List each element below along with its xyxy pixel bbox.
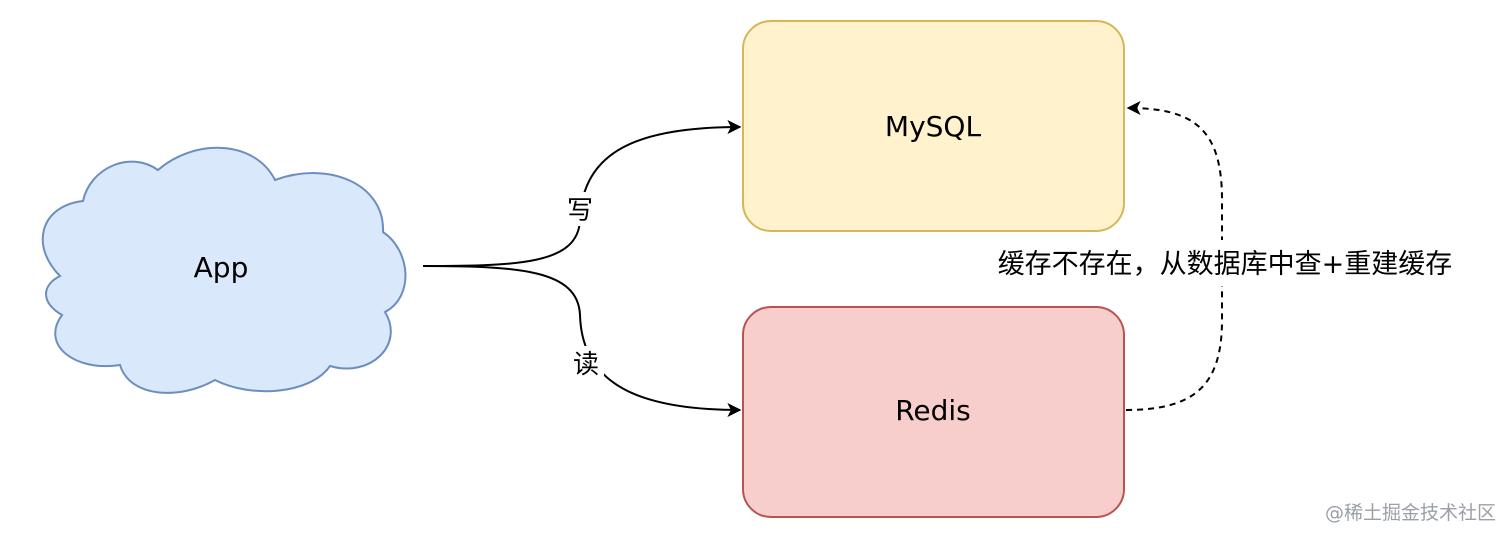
read-edge: 读 [422, 265, 742, 417]
redis-node: Redis [742, 306, 1125, 518]
write-label: 写 [567, 196, 593, 226]
write-label-bg [562, 192, 598, 226]
read-label-bg [568, 346, 604, 380]
redis-label: Redis [895, 394, 971, 427]
watermark: @稀土掘金技术社区 [1325, 502, 1496, 524]
rebuild-edge: 缓存不存在，从数据库中查+重建缓存 [955, 101, 1495, 411]
app-label: App [194, 251, 249, 284]
write-edge: 写 [422, 120, 742, 267]
read-arrow [422, 265, 742, 417]
read-label: 读 [573, 350, 599, 380]
rebuild-label-bg [955, 240, 1495, 286]
cloud-shape [41, 146, 407, 394]
mysql-box [742, 20, 1125, 232]
redis-box [742, 306, 1125, 518]
mysql-label: MySQL [885, 110, 982, 143]
rebuild-label: 缓存不存在，从数据库中查+重建缓存 [998, 249, 1453, 280]
app-node: App [41, 146, 407, 394]
mysql-node: MySQL [742, 20, 1125, 232]
